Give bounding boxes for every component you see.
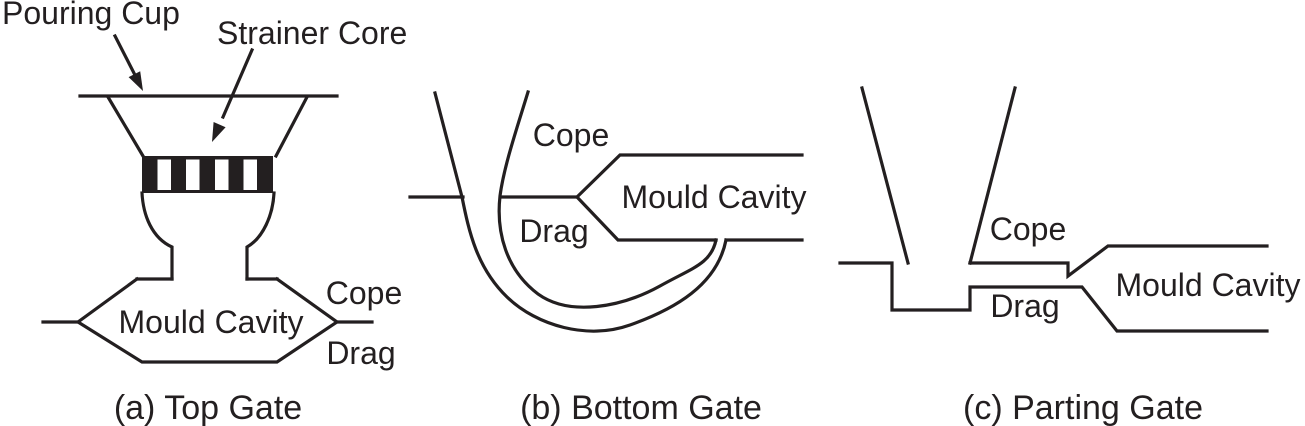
- strainer-slot: [186, 159, 200, 190]
- caption-bottom-gate: (b) Bottom Gate: [520, 389, 762, 426]
- strainer-core-arrow: [220, 47, 255, 120]
- drag-label: Drag: [326, 335, 395, 371]
- pouring-cup-walls: [105, 94, 310, 159]
- mould-cavity-outline: [75, 276, 340, 364]
- drag-label: Drag: [990, 288, 1059, 324]
- diagram-parting-gate: Cope Drag Mould Cavity (c) Parting Gate: [838, 86, 1301, 426]
- runner-outer-wall: [433, 91, 728, 333]
- diagram-bottom-gate: Cope Drag Mould Cavity (b) Bottom Gate: [408, 90, 807, 426]
- sprue-wall-right: [968, 86, 1017, 265]
- cope-label: Cope: [533, 117, 610, 153]
- cope-profile-line: [968, 244, 1269, 280]
- strainer-core-arrowhead: [212, 122, 226, 142]
- drag-label: Drag: [519, 213, 588, 249]
- strainer-slot: [215, 159, 229, 190]
- pouring-cup-label: Pouring Cup: [2, 0, 180, 31]
- strainer-slot: [157, 159, 171, 190]
- mould-cavity-label: Mould Cavity: [622, 179, 807, 215]
- cope-label: Cope: [990, 211, 1067, 247]
- pouring-cup-arrowhead: [128, 71, 143, 91]
- strainer-slot: [243, 159, 257, 190]
- mould-cavity-label: Mould Cavity: [1116, 267, 1301, 303]
- strainer-core-label: Strainer Core: [217, 15, 407, 51]
- mould-cavity-label: Mould Cavity: [119, 304, 304, 340]
- sprue-bell-walls: [140, 191, 276, 281]
- drag-profile-line: [838, 261, 1269, 333]
- mould-cavity-outline: [574, 153, 804, 242]
- caption-top-gate: (a) Top Gate: [114, 389, 302, 426]
- cope-label: Cope: [326, 275, 403, 311]
- diagram-top-gate: Pouring Cup Strainer Core Mould Cavity C…: [2, 0, 407, 426]
- runner-inner-wall: [497, 90, 718, 309]
- pouring-cup-arrow: [112, 33, 139, 80]
- caption-parting-gate: (c) Parting Gate: [963, 389, 1203, 426]
- sprue-wall-left: [860, 86, 910, 265]
